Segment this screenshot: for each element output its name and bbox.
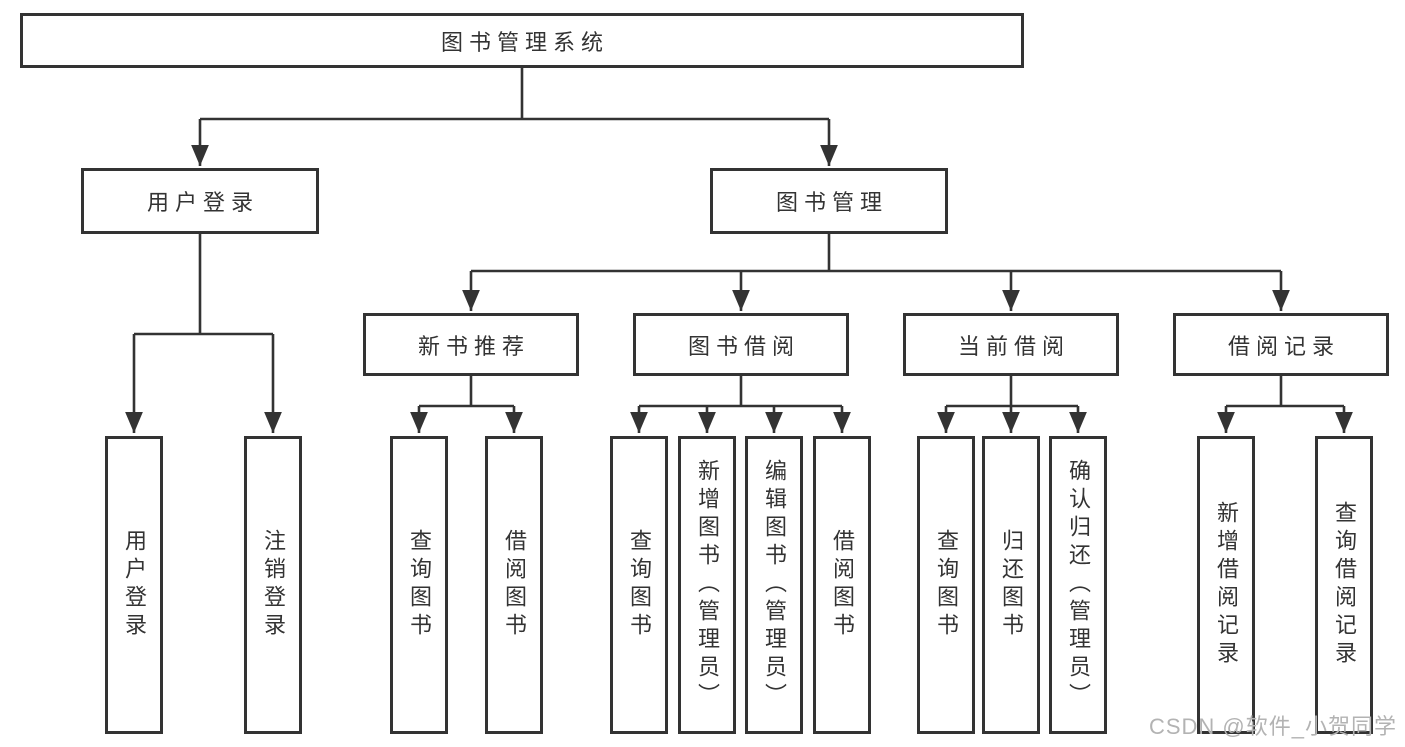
leaf-label: 注销登录 <box>261 529 286 641</box>
node-label: 新书推荐 <box>417 333 530 359</box>
leaf-label: 新增借阅记录 <box>1214 501 1239 669</box>
node-library-management-system: 图书管理系统 <box>20 13 1024 68</box>
csdn-watermark: CSDN @软件_小贺同学 <box>1148 714 1397 739</box>
edge-current-borrow-split <box>946 376 1078 408</box>
leaf-label: 借阅图书 <box>502 529 527 641</box>
node-label: 图书管理 <box>775 190 888 215</box>
leaf-label: 查询图书 <box>407 529 432 641</box>
leaf-logout: 注销登录 <box>244 436 302 734</box>
leaf-confirm-return-admin: 确认归还（管理员） <box>1049 436 1107 734</box>
node-new-book-recommend: 新书推荐 <box>363 313 579 376</box>
node-label: 当前借阅 <box>957 333 1070 359</box>
node-current-borrow: 当前借阅 <box>903 313 1119 376</box>
leaf-label: 查询图书 <box>934 529 959 641</box>
leaf-label: 用户登录 <box>122 529 147 641</box>
node-book-borrow: 图书借阅 <box>633 313 849 376</box>
leaf-label: 归还图书 <box>999 529 1024 641</box>
leaf-label: 新增图书（管理员） <box>695 459 720 711</box>
leaf-edit-books-admin: 编辑图书（管理员） <box>745 436 803 734</box>
leaf-return-books: 归还图书 <box>982 436 1040 734</box>
leaf-label: 查询图书 <box>627 529 652 641</box>
leaf-query-books-recommend: 查询图书 <box>390 436 448 734</box>
edge-new-book-rec-split <box>419 376 514 408</box>
node-label: 借阅记录 <box>1227 333 1340 359</box>
leaf-borrow-books: 借阅图书 <box>813 436 871 734</box>
edge-user-login-split <box>134 234 273 336</box>
leaf-label: 查询借阅记录 <box>1332 501 1357 669</box>
leaf-label: 确认归还（管理员） <box>1066 459 1091 711</box>
leaf-query-books-borrow: 查询图书 <box>610 436 668 734</box>
leaf-add-books-admin: 新增图书（管理员） <box>678 436 736 734</box>
leaf-label: 编辑图书（管理员） <box>762 459 787 711</box>
edge-book-borrow-split <box>639 376 842 408</box>
node-label: 图书管理系统 <box>440 29 609 55</box>
leaf-user-login: 用户登录 <box>105 436 163 734</box>
node-label: 用户登录 <box>146 190 259 215</box>
leaf-add-borrow-record: 新增借阅记录 <box>1197 436 1255 734</box>
node-book-management: 图书管理 <box>710 168 948 234</box>
edge-root-trunk <box>200 68 829 121</box>
leaf-borrow-books-recommend: 借阅图书 <box>485 436 543 734</box>
node-borrow-records: 借阅记录 <box>1173 313 1389 376</box>
edge-borrow-records-split <box>1226 376 1344 408</box>
node-user-login: 用户登录 <box>81 168 319 234</box>
edge-book-mgmt-split <box>471 234 1281 273</box>
node-label: 图书借阅 <box>687 333 800 359</box>
leaf-label: 借阅图书 <box>830 529 855 641</box>
leaf-query-books-current: 查询图书 <box>917 436 975 734</box>
leaf-query-borrow-record: 查询借阅记录 <box>1315 436 1373 734</box>
